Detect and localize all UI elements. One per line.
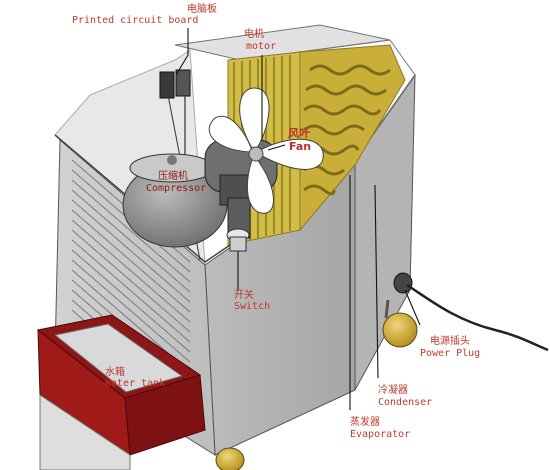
labels: 电脑板 Printed circuit board 电机 motor 风叶 Fa… xyxy=(72,2,480,440)
label-switch-zh: 开关 xyxy=(234,288,254,301)
label-switch-en: Switch xyxy=(234,301,270,312)
label-condenser-en: Condenser xyxy=(378,397,432,408)
label-compressor-zh: 压缩机 xyxy=(158,169,188,182)
power-cord xyxy=(393,272,549,352)
label-plug-zh: 电源插头 xyxy=(430,334,470,347)
leader-lines xyxy=(175,28,421,410)
label-fan-zh: 风叶 xyxy=(288,126,310,140)
label-evaporator-en: Evaporator xyxy=(350,429,410,440)
label-tank-en: Water tank xyxy=(105,378,165,389)
water-tank xyxy=(36,314,206,470)
label-motor-en: motor xyxy=(246,41,276,52)
label-condenser-zh: 冷凝器 xyxy=(378,383,408,396)
label-fan-en: Fan xyxy=(289,140,311,153)
label-motor-zh: 电机 xyxy=(244,27,264,40)
switch xyxy=(226,228,250,280)
label-compressor-en: Compressor xyxy=(146,183,206,194)
label-pcb-zh: 电脑板 xyxy=(187,2,217,15)
caster-wheels xyxy=(215,299,418,470)
label-pcb-en: Printed circuit board xyxy=(72,15,198,26)
compressor xyxy=(122,153,228,248)
label-evaporator-zh: 蒸发器 xyxy=(350,415,380,428)
label-tank-zh: 水箱 xyxy=(105,365,125,378)
label-plug-en: Power Plug xyxy=(420,348,480,359)
